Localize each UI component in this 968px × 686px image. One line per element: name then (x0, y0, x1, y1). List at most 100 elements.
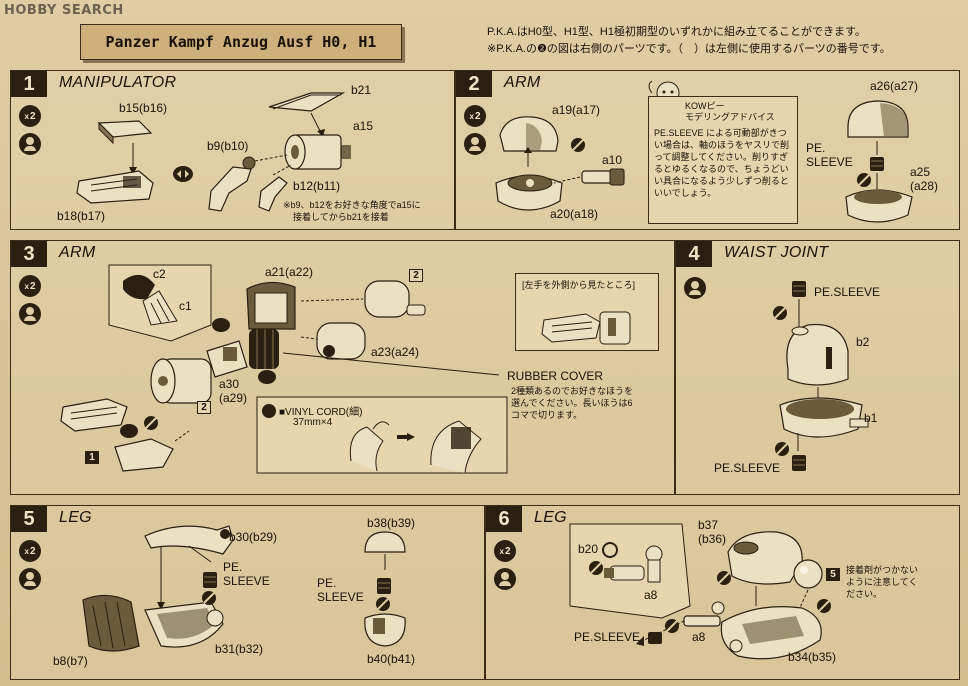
label-a30: a30 (a29) (219, 377, 248, 405)
note-line-3: ださい。 (846, 589, 883, 599)
label-a23: a23(a24) (371, 345, 420, 359)
part-c1 (142, 290, 178, 326)
part-b38 (364, 531, 406, 553)
cord-icon (262, 404, 276, 418)
note-line-1: 接着剤がつかない (846, 565, 919, 575)
intro-line-2: ※P.K.A.の❷の図は右側のパーツです。（ ）は左側に使用するパーツの番号です… (487, 43, 891, 55)
step-1-drawing (76, 92, 351, 212)
note-line-2: 接着してからb21を接着 (293, 212, 389, 222)
part-b8 (82, 594, 140, 652)
swap-arrow-icon (120, 424, 138, 438)
label-pe-sleeve: PE. SLEEVE (223, 560, 270, 588)
advice-body: PE.SLEEVE による可動部がきつい場合は、軸のほうをヤスリで削って調整して… (654, 128, 790, 198)
rubber-cover-note: 2種類あるのでお好きなほうを 選んでください。長いほうは6 コマで切ります。 (511, 385, 633, 421)
label-a19: a19(a17) (552, 103, 601, 117)
label-a10: a10 (602, 153, 623, 167)
person-icon (19, 133, 41, 155)
step-5-drawing (82, 525, 406, 652)
part-a8 (683, 615, 721, 627)
label-b34: b34(b35) (788, 650, 837, 664)
step-1-note: ※b9、b12をお好きな角度でa15に 接着してからb21を接着 (283, 199, 421, 223)
quantity-value: 2 (29, 280, 36, 292)
pe-sleeve (203, 572, 217, 588)
label-b2: b2 (856, 335, 870, 349)
intro-line-1: P.K.A.はH0型、H1型、H1極初期型のいずれかに組み立てることができます。 (487, 26, 866, 38)
step-number: 5 (11, 506, 47, 532)
pe-sleeve (870, 157, 884, 171)
label-b37: b37 (b36) (698, 518, 727, 546)
step-4-panel: 4 WAIST JOINT PE.SLEE (675, 240, 960, 495)
part-elbow (364, 280, 410, 318)
inset-drawing (541, 311, 631, 345)
pe-sleeve-2 (377, 578, 391, 594)
left-hand-inset: [左手を外側から見たところ] (515, 273, 659, 351)
part-ball (793, 559, 823, 589)
pe-sleeve (648, 632, 662, 644)
part-hand (60, 398, 128, 432)
quantity-value: 2 (474, 110, 481, 122)
pe-sleeve-bottom (792, 455, 806, 471)
advice-title: KOWピー モデリングアドバイス (685, 101, 775, 122)
swap-arrow-icon (258, 370, 276, 384)
step-number: 3 (11, 241, 47, 267)
label-b30: b30(b29) (229, 530, 278, 544)
intro-text: P.K.A.はH0型、H1型、H1極初期型のいずれかに組み立てることができます。… (487, 24, 891, 58)
quantity-value: 2 (29, 110, 36, 122)
label-vinyl-size: 37mm×4 (293, 417, 333, 428)
label-b9: b9(b10) (207, 139, 249, 153)
label-b31: b31(b32) (215, 642, 264, 656)
label-a21: a21(a22) (265, 265, 314, 279)
label-b21: b21 (351, 83, 372, 97)
label-c2: c2 (153, 267, 166, 281)
part-mark-1: 1 (85, 451, 99, 464)
quantity-value: 2 (504, 545, 511, 557)
step-title: LEG (59, 509, 92, 526)
step-number: 4 (676, 241, 712, 267)
label-a26: a26(a27) (870, 79, 919, 93)
step-4-drawing (773, 281, 869, 471)
note-line-2: ように注意してく (846, 577, 918, 587)
label-b1: b1 (864, 411, 878, 425)
rubber-note-line-1: 2種類あるのでお好きなほうを (511, 386, 634, 396)
step-number: 1 (11, 71, 47, 97)
label-pe-sleeve-top: PE.SLEEVE (814, 285, 881, 299)
label-b12: b12(b11) (293, 179, 341, 193)
part-b12 (258, 176, 288, 212)
page-title: Panzer Kampf Anzug Ausf H0, H1 (80, 24, 402, 60)
part-b21 (268, 92, 346, 112)
label-b18: b18(b17) (57, 209, 106, 223)
person-icon (684, 277, 706, 299)
step-2-drawing (495, 80, 913, 223)
step-title: WAIST JOINT (724, 244, 829, 261)
step-title: ARM (59, 244, 96, 261)
label-b38: b38(b39) (367, 516, 416, 530)
quantity-value: 2 (29, 545, 36, 557)
note-line-1: ※b9、b12をお好きな角度でa15に (283, 200, 421, 210)
step-6-drawing (569, 523, 831, 660)
step-number: 6 (486, 506, 522, 532)
part-b30 (144, 525, 234, 555)
step-title: MANIPULATOR (59, 74, 177, 91)
part-c2 (123, 274, 155, 300)
label-vinyl-cord: ■VINYL CORD(細) (279, 407, 363, 418)
swap-arrow-icon (173, 166, 193, 182)
label-b15: b15(b16) (119, 101, 168, 115)
part-claw (114, 438, 174, 472)
rubber-cover (249, 329, 279, 369)
part-b15-side (98, 121, 114, 145)
label-pe-sleeve-bottom: PE.SLEEVE (714, 461, 781, 475)
person-icon (19, 303, 41, 325)
step-3-drawing (60, 264, 508, 474)
part-b2 (786, 323, 849, 386)
modeling-advice-box: KOWピー モデリングアドバイス PE.SLEEVE による可動部がきつい場合は… (648, 96, 798, 224)
step-title: LEG (534, 509, 567, 526)
label-pe-sleeve-2: PE. SLEEVE (317, 576, 364, 604)
